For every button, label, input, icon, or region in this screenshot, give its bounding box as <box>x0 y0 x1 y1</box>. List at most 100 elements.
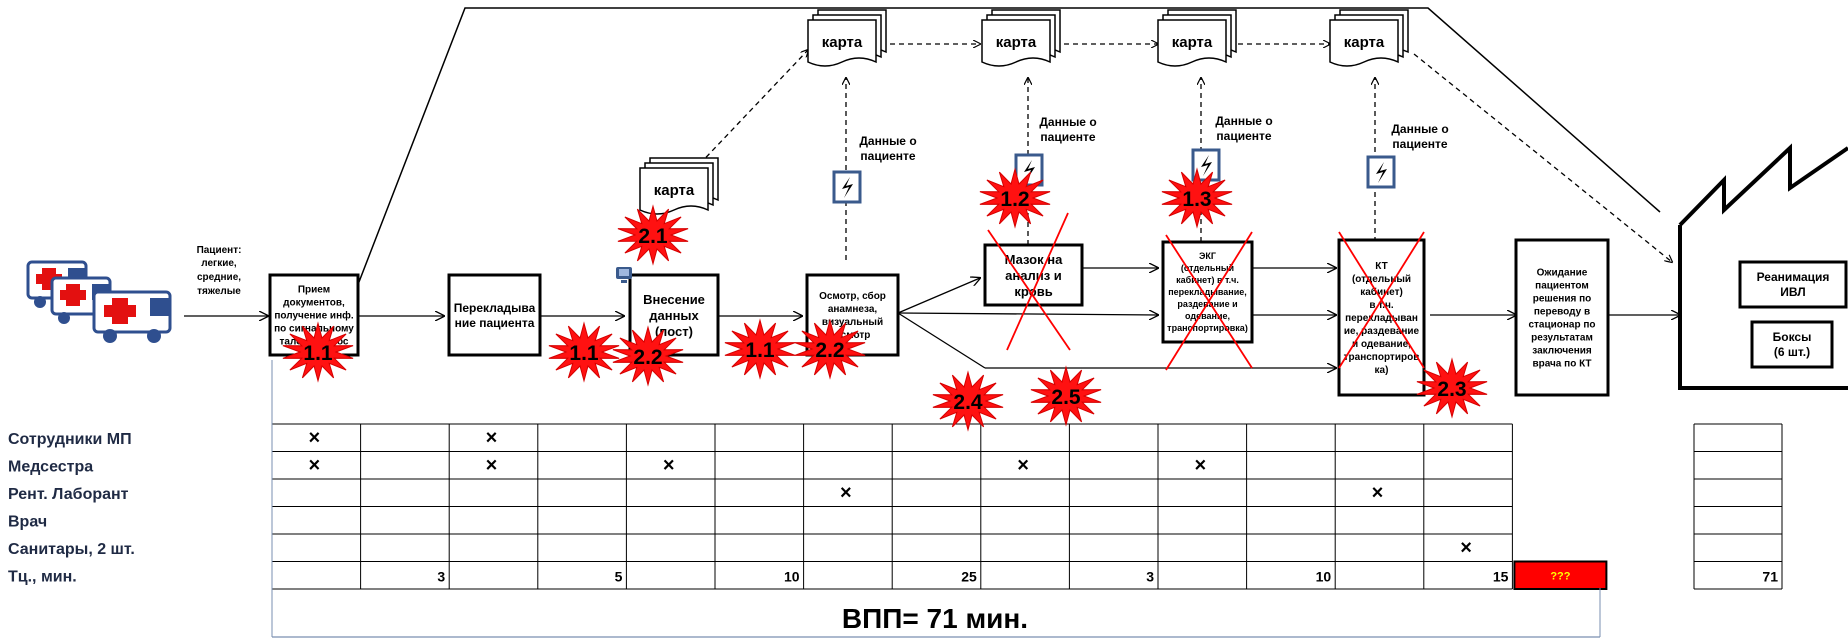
process-box-text: Ожидание <box>1537 268 1588 279</box>
process-box-text: документов, <box>283 298 345 309</box>
row-label: Врач <box>8 514 47 531</box>
card-label: карта <box>996 34 1037 51</box>
patient-data-label: Данные о <box>1039 115 1096 129</box>
card-icon: карта <box>640 158 718 214</box>
burst-label: 1.1 <box>745 339 775 362</box>
factory-box-text: (6 шт.) <box>1774 345 1810 359</box>
process-box-text: пациентом <box>1535 281 1589 292</box>
row-label: Медсестра <box>8 459 93 476</box>
process-box-text: (отдельный <box>1352 274 1411 285</box>
process-boxes: Прием документов,получение инф. по сигналь… <box>270 240 1608 395</box>
svg-text:легкие,: легкие, <box>201 258 237 269</box>
process-box-text: перекладыван <box>1345 313 1418 324</box>
burst-label: 2.1 <box>638 225 668 248</box>
factory-box-text: Реанимация <box>1757 270 1830 284</box>
kaizen-burst: 2.1 <box>618 206 688 264</box>
patient-data-label: пациенте <box>1392 137 1447 151</box>
burst-label: 2.4 <box>953 391 983 414</box>
kaizen-burst: 2.3 <box>1417 359 1487 417</box>
total-time-value: 71 <box>1762 569 1778 585</box>
staff-mark: × <box>1372 482 1384 504</box>
kaizen-burst: 1.3 <box>1162 169 1232 227</box>
card-icon: карта <box>1158 10 1236 66</box>
process-box-text: Перекладыва <box>454 301 536 315</box>
staff-mark: × <box>840 482 852 504</box>
svg-text:средние,: средние, <box>197 272 241 283</box>
row-label: Рент. Лаборант <box>8 486 129 503</box>
process-box-text: по сигнальному <box>274 324 354 335</box>
process-box-text: транспортировка) <box>1167 323 1248 333</box>
burst-label: 1.2 <box>1000 188 1029 211</box>
burst-label: 2.3 <box>1437 378 1466 401</box>
staff-mark: × <box>308 427 320 449</box>
svg-text:тяжелые: тяжелые <box>197 286 241 297</box>
process-box-text: данных <box>649 308 699 323</box>
process-box-text: Осмотр, сбор <box>819 290 886 302</box>
cycle-time-value: 15 <box>1493 569 1509 585</box>
process-box-text: Мазок на <box>1005 252 1063 267</box>
burst-label: 2.2 <box>815 339 844 362</box>
process-box-text: и одевание, <box>1352 339 1411 350</box>
info-flow-icon <box>1016 155 1042 185</box>
process-box-text: Внесение <box>643 292 705 307</box>
card-label: карта <box>822 34 863 51</box>
staff-mark: × <box>1194 455 1206 477</box>
svg-text:Пациент:: Пациент: <box>197 245 242 256</box>
process-box-text: заключения <box>1532 346 1592 357</box>
process-box-text: ие, раздевание <box>1344 326 1420 337</box>
card-label: карта <box>654 182 695 199</box>
patient-data-label: пациенте <box>1040 130 1095 144</box>
process-box-text: решения по <box>1533 294 1592 305</box>
info-flow-icon <box>834 172 860 202</box>
patient-data-label: пациенте <box>1216 129 1271 143</box>
staff-mark: × <box>1460 537 1472 559</box>
burst-label: 1.1 <box>303 342 333 365</box>
process-box-text: кабинет) в т.ч. <box>1176 275 1239 285</box>
staff-mark: × <box>663 455 675 477</box>
cycle-time-value: 10 <box>784 569 800 585</box>
ambulance-icons <box>28 262 170 343</box>
unknown-time-value: ??? <box>1550 571 1570 583</box>
factory-box-f2: Боксы(6 шт.) <box>1752 322 1832 367</box>
process-box-text: анализ и <box>1005 268 1062 283</box>
burst-label: 1.1 <box>569 342 599 365</box>
factory-box-text: Боксы <box>1773 330 1812 344</box>
burst-label: 2.5 <box>1051 386 1081 409</box>
cycle-time-value: 25 <box>961 569 977 585</box>
process-box-text: ЭКГ <box>1199 251 1216 261</box>
kaizen-burst: 1.1 <box>549 323 619 381</box>
staff-mark: × <box>486 455 498 477</box>
total-lead-time: ВПП= 71 мин. <box>842 603 1028 634</box>
flow-arrows <box>184 268 1680 368</box>
process-box-text: Прием <box>298 285 330 296</box>
cycle-time-value: 5 <box>615 569 623 585</box>
process-box-text: одевание, <box>1185 311 1230 321</box>
process-box-text: стационар по <box>1528 320 1595 331</box>
card-label: карта <box>1344 34 1385 51</box>
row-label: Тц., мин. <box>8 569 77 586</box>
row-label: Санитары, 2 шт. <box>8 541 135 558</box>
cycle-time-value: 10 <box>1316 569 1332 585</box>
kaizen-burst: 2.4 <box>933 372 1003 430</box>
card-icon: карта <box>808 10 886 66</box>
process-box-text: получение инф. <box>274 310 354 322</box>
process-box-text: кабинет) <box>1360 286 1403 298</box>
info-icons <box>834 150 1394 202</box>
process-box-text: результатам <box>1531 333 1593 344</box>
staff-mark: × <box>486 427 498 449</box>
patient-label: Пациент: легкие, средние, тяжелые <box>197 245 242 297</box>
card-label: карта <box>1172 34 1213 51</box>
patient-data-label: Данные о <box>1215 114 1272 128</box>
row-label: Сотрудники МП <box>8 431 132 448</box>
staff-mark: × <box>1017 455 1029 477</box>
process-box-text: врача по КТ <box>1532 359 1591 370</box>
